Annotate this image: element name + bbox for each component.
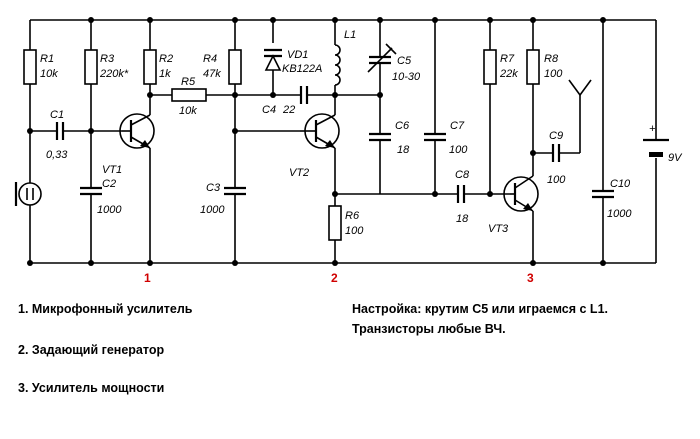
c3-ref: C3 (206, 182, 221, 194)
c10-value: 1000 (607, 208, 632, 220)
antenna-icon (568, 79, 592, 96)
transistor-vt1 (119, 113, 155, 149)
r6-value: 100 (345, 225, 364, 237)
c5-value: 10-30 (392, 71, 421, 83)
c8-value: 18 (456, 213, 469, 225)
c3-value: 1000 (200, 204, 225, 216)
resistor-r5 (171, 88, 207, 102)
legend-item-3: 3. Усилитель мощности (18, 381, 165, 395)
r5-value: 10k (179, 105, 197, 117)
transistor-vt2 (300, 113, 340, 149)
c9-value: 100 (547, 174, 566, 186)
c9-ref: C9 (549, 130, 563, 142)
c1-ref: C1 (50, 109, 64, 121)
capacitor-c5-trimmer (367, 43, 397, 73)
c4-ref: C4 (262, 104, 276, 116)
capacitor-c3 (224, 186, 246, 196)
vd1-ref: VD1 (287, 49, 308, 61)
r1-ref: R1 (40, 53, 54, 65)
r5-ref: R5 (181, 76, 196, 88)
junction-dots (27, 17, 606, 266)
r7-ref: R7 (500, 53, 515, 65)
resistor-r2 (143, 49, 157, 85)
c4-value: 22 (282, 104, 295, 116)
tuning-note: Настройка: крутим C5 или играемся с L1. (352, 302, 608, 316)
r7-value: 22k (499, 68, 518, 80)
c10-ref: C10 (610, 178, 631, 190)
stage-marker-1: 1 (144, 271, 151, 285)
resistor-r8 (526, 49, 540, 85)
r2-ref: R2 (159, 53, 173, 65)
c5-ref: C5 (397, 55, 412, 67)
capacitor-c8 (456, 185, 466, 203)
capacitor-c10 (592, 189, 614, 199)
stage-marker-3: 3 (527, 271, 534, 285)
c8-ref: C8 (455, 169, 470, 181)
resistor-r4 (228, 49, 242, 85)
capacitor-c2 (80, 186, 102, 196)
r3-value: 220k* (99, 68, 129, 80)
c7-ref: C7 (450, 120, 465, 132)
wires (29, 19, 657, 264)
microphone-icon (14, 182, 42, 206)
legend-item-2: 2. Задающий генератор (18, 343, 165, 357)
capacitor-c4 (299, 86, 309, 104)
stage-marker-2: 2 (331, 271, 338, 285)
c1-value: 0,33 (46, 149, 68, 161)
c6-ref: C6 (395, 120, 410, 132)
resistor-r6 (328, 205, 342, 241)
transistor-vt3 (503, 175, 539, 212)
r6-ref: R6 (345, 210, 360, 222)
c6-value: 18 (397, 144, 410, 156)
r2-value: 1k (159, 68, 171, 80)
capacitor-c7 (424, 132, 446, 142)
resistor-r1 (23, 49, 37, 85)
r4-value: 47k (203, 68, 221, 80)
vt3-ref: VT3 (488, 223, 509, 235)
battery-icon (643, 138, 669, 157)
inductor-l1 (334, 44, 341, 86)
r1-value: 10k (40, 68, 58, 80)
c2-value: 1000 (97, 204, 122, 216)
resistor-r3 (84, 49, 98, 85)
varicap-diode-vd1 (264, 48, 282, 71)
capacitor-c6 (369, 132, 391, 142)
r8-ref: R8 (544, 53, 559, 65)
c2-ref: C2 (102, 178, 116, 190)
resistor-r7 (483, 49, 497, 85)
vt2-ref: VT2 (289, 167, 309, 179)
battery-plus-label: + (649, 123, 656, 135)
r4-ref: R4 (203, 53, 217, 65)
transistor-note: Транзисторы любые ВЧ. (352, 322, 506, 336)
capacitor-c9 (551, 144, 561, 162)
c7-value: 100 (449, 144, 468, 156)
r3-ref: R3 (100, 53, 115, 65)
legend-item-1: 1. Микрофонный усилитель (18, 302, 193, 316)
r8-value: 100 (544, 68, 563, 80)
battery-voltage-label: 9V (668, 152, 683, 164)
vd1-value: KB122A (282, 63, 322, 75)
vt1-ref: VT1 (102, 164, 122, 176)
capacitor-c1 (55, 122, 65, 140)
l1-ref: L1 (344, 29, 356, 41)
